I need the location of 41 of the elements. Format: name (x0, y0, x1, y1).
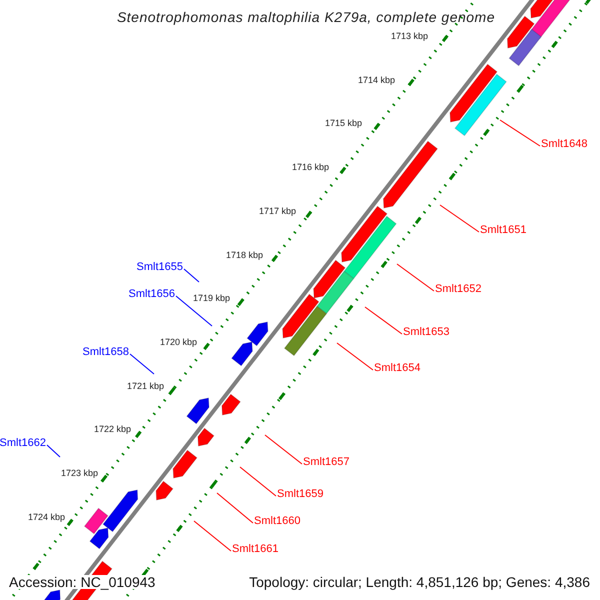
gene-label: Smlt1656 (128, 289, 175, 300)
gene-label: Smlt1655 (136, 262, 183, 273)
leader-line (216, 492, 254, 524)
gene-label: Smlt1661 (232, 544, 278, 555)
scale-label: 1724 kbp (28, 512, 65, 522)
accession-text: Accession: NC_010943 (9, 575, 156, 589)
gene-label: Smlt1653 (403, 327, 450, 338)
gene-label: Smlt1648 (541, 139, 588, 150)
scale-label: 1715 kbp (324, 119, 362, 128)
scale-label: 1716 kbp (292, 163, 329, 172)
leader-line (336, 342, 374, 370)
scale-label: 1718 kbp (226, 250, 263, 260)
leader-line (184, 268, 200, 282)
gene-label: Smlt1652 (435, 284, 482, 295)
gene-label: Smlt1651 (480, 225, 526, 236)
leader-line (130, 354, 154, 374)
scale-label: 1719 kbp (192, 294, 230, 304)
scale-label: 1721 kbp (126, 382, 164, 391)
leader-line (440, 204, 480, 232)
leader-line (500, 120, 540, 146)
scale-label: 1714 kbp (358, 76, 395, 85)
leader-line (46, 444, 60, 458)
scale-label: 1723 kbp (60, 469, 98, 478)
leader-line (176, 296, 212, 326)
leader-line (396, 264, 434, 292)
gene-label: Smlt1654 (374, 363, 420, 374)
gene-label: Smlt1659 (277, 489, 324, 500)
gene-label: Smlt1662 (0, 438, 46, 449)
leader-line (264, 434, 302, 464)
gene-label: Smlt1660 (254, 516, 300, 527)
leader-line (240, 466, 276, 496)
leader-line (364, 306, 402, 334)
leader-line (194, 520, 232, 552)
genome-info-text: Topology: circular; Length: 4,851,126 bp; Genes: 4,386 (249, 575, 590, 589)
scale-label: 1717 kbp (258, 206, 296, 216)
gene-label: Smlt1658 (82, 347, 129, 358)
title: Stenotrophomonas maltophilia K279a, complete genome (116, 10, 495, 24)
gene-label: Smlt1657 (303, 457, 350, 468)
scale-label: 1722 kbp (94, 425, 131, 434)
scale-label: 1713 kbp (390, 32, 428, 41)
scale-label: 1720 kbp (160, 338, 197, 347)
